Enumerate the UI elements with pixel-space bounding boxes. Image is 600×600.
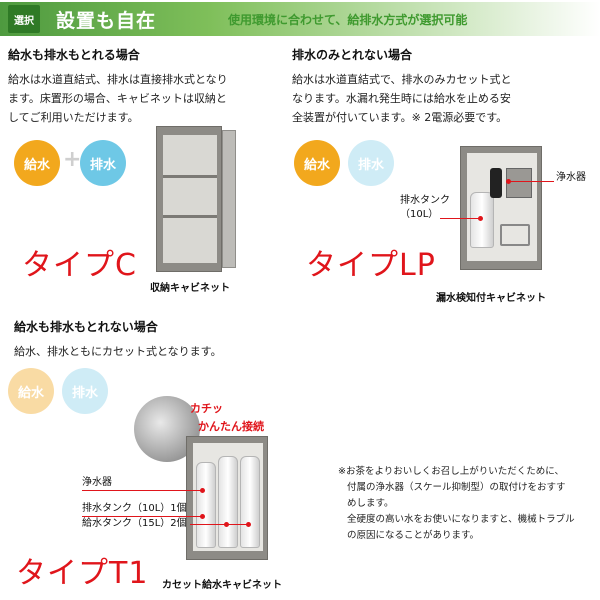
drain-tank-1pc [196,462,216,548]
typeC-heading: 給水も排水もとれる場合 [8,48,140,62]
typeLP-type-name: タイプLP [306,248,436,283]
typeT1-type-name: タイプT1 [16,556,149,591]
typeC-line: 給水は水道直結式、排水は直接排水式となり [8,73,228,86]
cabinet-door [222,130,236,268]
storage-cabinet-image [156,126,222,272]
supply-tank-1 [218,456,238,548]
header-band [0,2,600,36]
plus-icon: + [63,147,82,172]
typeC-line: ます。床置形の場合、キャビネットは収納と [8,92,227,105]
typeC-type-name: タイプC [22,248,137,283]
typeLP-cabinet-caption: 漏水検知付キャビネット [436,293,546,304]
typeC-supply-circle: 給水 [14,140,60,186]
supply-tank-2 [240,456,260,548]
typeC-drain-circle: 排水 [80,140,126,186]
leak-detect-cabinet-image [460,146,542,270]
page-title: 設置も自在 [56,10,157,32]
easy-connect-callout: かんたん接続 [198,420,264,433]
pipe-fitting [500,224,530,246]
typeLP-tank-callout: 排水タンク （10L） [400,195,450,220]
typeT1-description: 給水、排水ともにカセット式となります。 [14,342,222,361]
typeT1-drain-circle-disabled: 排水 [62,368,108,414]
typeLP-line: 給水は水道直結式で、排水のみカセット式と [292,73,512,86]
typeC-line: してご利用いただけます。 [8,111,139,124]
typeLP-drain-circle-disabled: 排水 [348,140,394,186]
typeT1-cabinet-caption: カセット給水キャビネット [162,580,282,591]
typeC-description: 給水は水道直結式、排水は直接排水式となり ます。床置形の場合、キャビネットは収納… [8,70,268,127]
typeT1-line: 給水、排水ともにカセット式となります。 [14,345,222,358]
footnote: ※お茶をよりおいしくお召し上がりいただくために、 付属の浄水器（スケール抑制型）… [338,466,575,541]
typeLP-heading: 排水のみとれない場合 [292,48,413,62]
typeC-cabinet-caption: 収納キャビネット [150,283,230,294]
click-callout: カチッ [190,402,223,415]
typeT1-supply-tank-callout: 給水タンク（15L）2個 [82,518,187,529]
typeLP-line: なります。水漏れ発生時には給水を止める安 [292,92,511,105]
page-header: 選択 設置も自在 使用環境に合わせて、給排水方式が選択可能 [0,0,600,36]
select-badge: 選択 [8,5,40,33]
typeLP-line: 全装置が付いています。※ 2電源必要です。 [292,111,508,124]
water-purifier [490,168,502,198]
typeLP-description: 給水は水道直結式で、排水のみカセット式と なります。水漏れ発生時には給水を止める… [292,70,592,127]
typeT1-supply-circle-disabled: 給水 [8,368,54,414]
typeLP-supply-circle: 給水 [294,140,340,186]
typeLP-purifier-callout: 浄水器 [556,172,586,183]
typeT1-heading: 給水も排水もとれない場合 [14,320,158,334]
typeT1-purifier-callout: 浄水器 [82,477,112,488]
typeT1-drain-tank-callout: 排水タンク（10L）1個 [82,503,187,514]
page-subtitle: 使用環境に合わせて、給排水方式が選択可能 [228,13,468,27]
